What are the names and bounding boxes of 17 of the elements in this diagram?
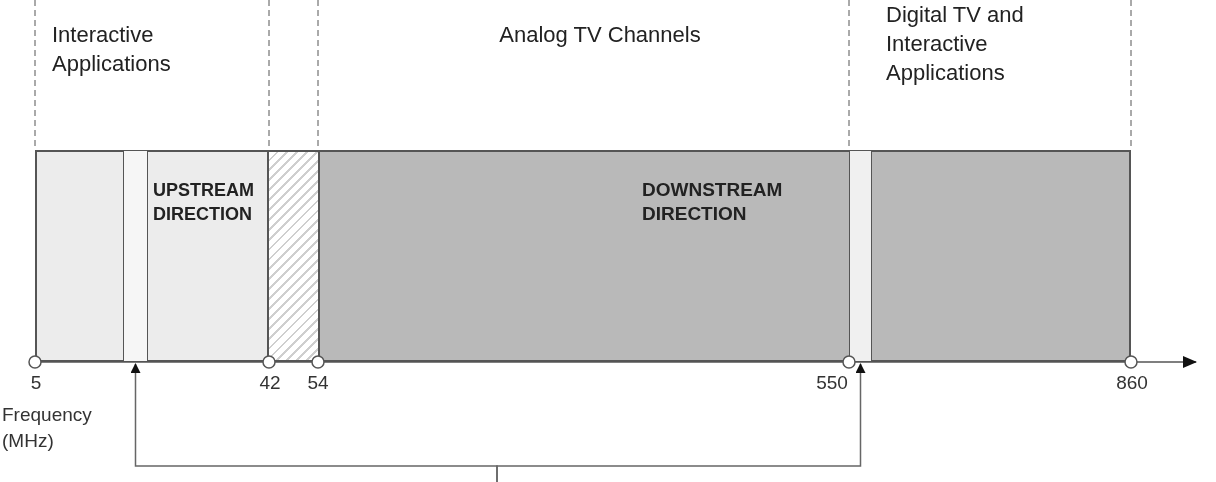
carrier-slot (849, 150, 872, 362)
band-label: DOWNSTREAM DIRECTION (642, 178, 784, 226)
band-heading: Digital TV and Interactive Applications (886, 1, 1025, 87)
axis-title: Frequency (MHz) (2, 403, 93, 453)
tick-label: 5 (29, 372, 43, 394)
tick-label: 54 (306, 372, 330, 394)
tick-label: 42 (258, 372, 282, 394)
guard-band (269, 150, 318, 362)
carrier-slot (123, 150, 148, 362)
downstream-band (318, 150, 1131, 362)
connector-arrow (496, 363, 866, 482)
tick-label: 860 (1115, 372, 1149, 394)
tick-label: 550 (815, 372, 849, 394)
band-label: UPSTREAM DIRECTION (153, 179, 255, 226)
band-heading: Interactive Applications (52, 21, 172, 78)
upstream-band (35, 150, 269, 362)
band-heading: Analog TV Channels (499, 21, 701, 49)
